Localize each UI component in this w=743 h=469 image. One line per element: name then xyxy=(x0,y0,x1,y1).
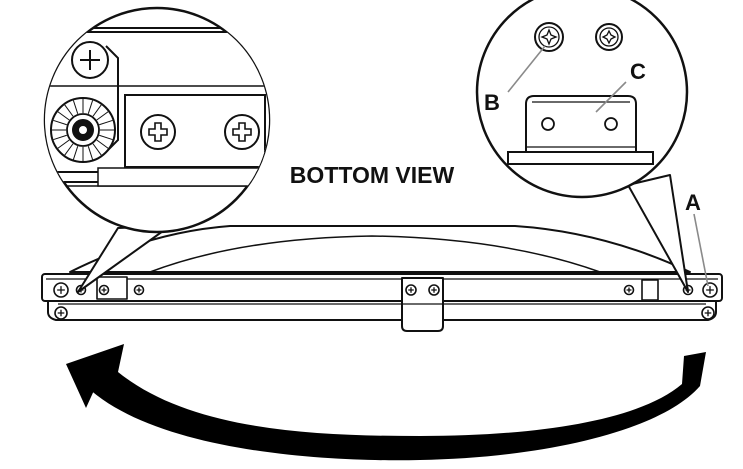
screw-icon xyxy=(53,282,69,298)
phillips-screw-icon xyxy=(595,23,623,51)
callout-b: B xyxy=(484,90,500,115)
screw-icon xyxy=(98,284,110,296)
leader-a xyxy=(693,213,709,287)
rail-screws xyxy=(53,282,718,320)
bracket-c xyxy=(525,95,637,152)
phillips-screw-icon xyxy=(140,114,176,150)
leader-b xyxy=(507,45,546,93)
callout-a: A xyxy=(685,190,701,215)
main-rail xyxy=(41,273,723,302)
right-magnifier-pointer xyxy=(627,174,689,293)
left-detail-magnifier xyxy=(43,6,271,293)
leader-c xyxy=(595,81,627,113)
callout-c: C xyxy=(630,59,646,84)
view-title: BOTTOM VIEW xyxy=(290,162,455,188)
right-bracket xyxy=(641,279,659,301)
phillips-screw-icon xyxy=(534,22,564,52)
screw-icon xyxy=(54,306,68,320)
right-detail-magnifier xyxy=(475,0,689,293)
screw-icon xyxy=(623,284,635,296)
screw-icon xyxy=(701,306,715,320)
screw-icon xyxy=(702,282,718,298)
leader-lines xyxy=(507,45,709,287)
curved-cover-inner-line xyxy=(149,235,601,273)
screw-icon xyxy=(133,284,145,296)
screw-icon xyxy=(428,284,440,296)
phillips-screw-icon xyxy=(224,114,260,150)
rotation-arrow-icon xyxy=(66,344,706,461)
screw-icon xyxy=(405,284,417,296)
